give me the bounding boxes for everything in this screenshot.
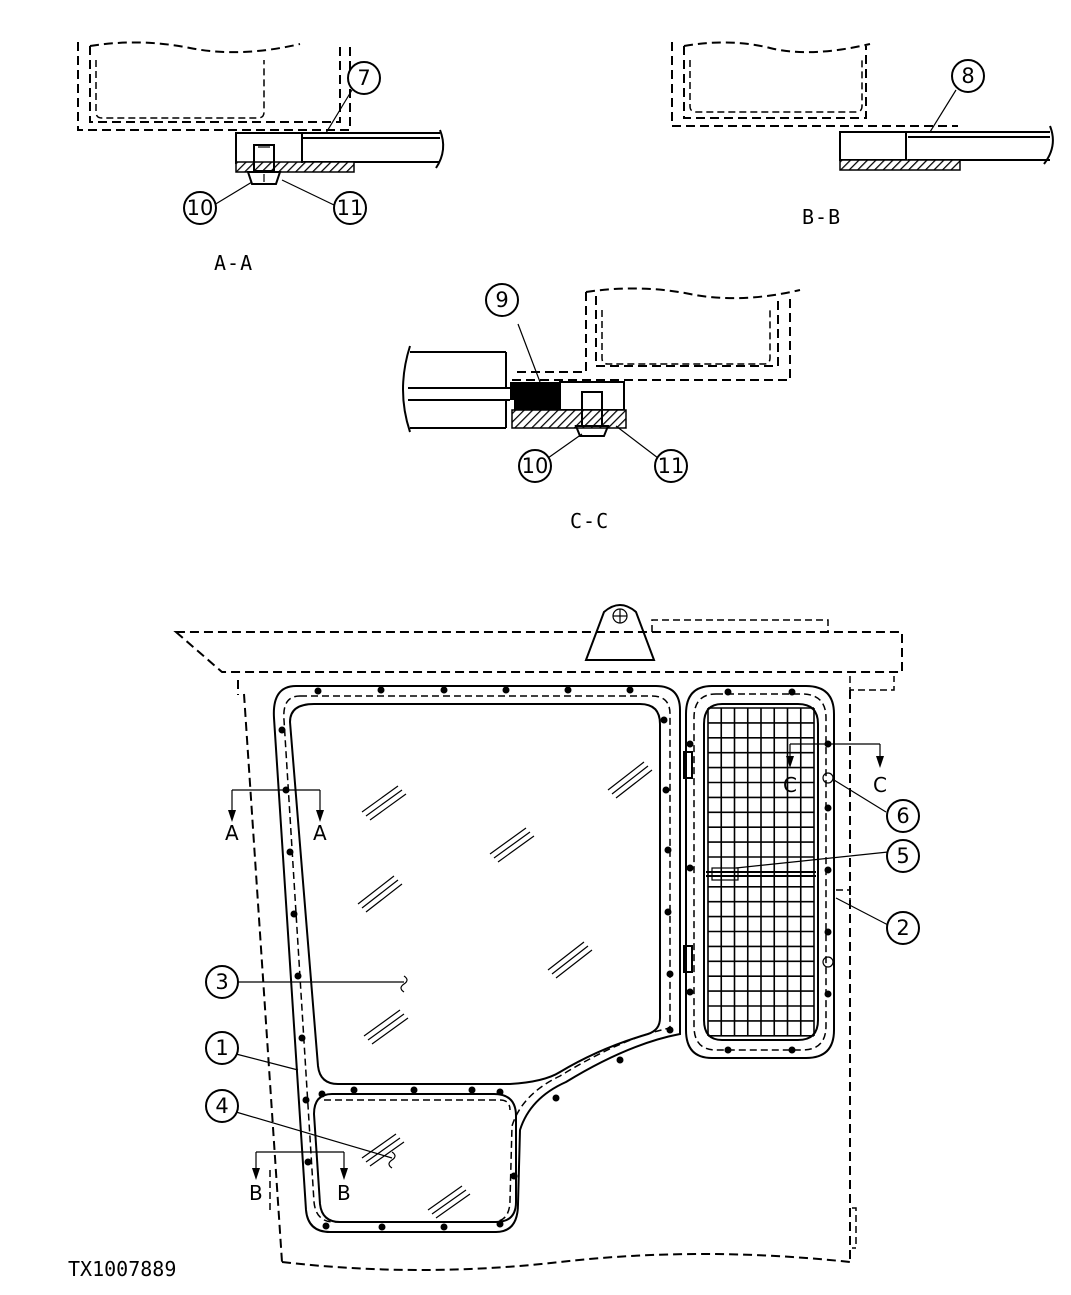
callout-bubble-7: 7	[347, 61, 381, 95]
svg-text:2: 2	[896, 916, 909, 940]
svg-text:7: 7	[357, 66, 370, 90]
svg-text:5: 5	[896, 844, 909, 868]
section-arrow-b	[252, 1151, 348, 1180]
door-assembly-view	[173, 604, 903, 1271]
figure-id: TX1007889	[68, 1257, 176, 1281]
callout-bubble-11-a: 11	[333, 191, 367, 225]
callout-bubble-4: 4	[205, 1089, 239, 1123]
screen-fasteners	[686, 688, 834, 1054]
svg-text:10: 10	[522, 454, 549, 478]
arrow-letter-a-left: A	[225, 821, 239, 845]
svg-text:11: 11	[658, 454, 685, 478]
section-arrow-a	[228, 789, 324, 822]
arrow-letter-c-left: C	[783, 773, 797, 797]
callout-bubble-10-c: 10	[518, 449, 552, 483]
section-arrow-c	[786, 743, 884, 768]
callout-bubble-11-c: 11	[654, 449, 688, 483]
callout-bubble-10-a: 10	[183, 191, 217, 225]
svg-text:11: 11	[337, 196, 364, 220]
svg-text:10: 10	[187, 196, 214, 220]
arrow-letter-c-right: C	[873, 773, 887, 797]
svg-text:4: 4	[215, 1094, 228, 1118]
arrow-letter-b-right: B	[337, 1181, 351, 1205]
callout-bubble-1: 1	[205, 1031, 239, 1065]
callout-bubble-5: 5	[886, 839, 920, 873]
svg-text:6: 6	[896, 804, 909, 828]
callout-bubble-8: 8	[951, 59, 985, 93]
glass-reflection-marks	[357, 761, 653, 1219]
svg-text:1: 1	[215, 1036, 228, 1060]
arrow-letter-b-left: B	[249, 1181, 263, 1205]
section-view-c-c	[402, 287, 801, 459]
callout-bubble-3: 3	[205, 965, 239, 999]
callout-bubble-6: 6	[886, 799, 920, 833]
svg-text:3: 3	[215, 970, 228, 994]
section-view-a-a	[77, 41, 445, 206]
section-label-a-a: A-A	[214, 251, 253, 275]
section-view-b-b	[671, 41, 1054, 171]
svg-text:9: 9	[495, 288, 508, 312]
frame-fasteners	[278, 686, 674, 1231]
callout-bubble-2: 2	[886, 911, 920, 945]
callout-bubble-9: 9	[485, 283, 519, 317]
arrow-letter-a-right: A	[313, 821, 327, 845]
section-label-c-c: C-C	[570, 509, 609, 533]
section-label-b-b: B-B	[802, 205, 841, 229]
svg-text:8: 8	[961, 64, 974, 88]
